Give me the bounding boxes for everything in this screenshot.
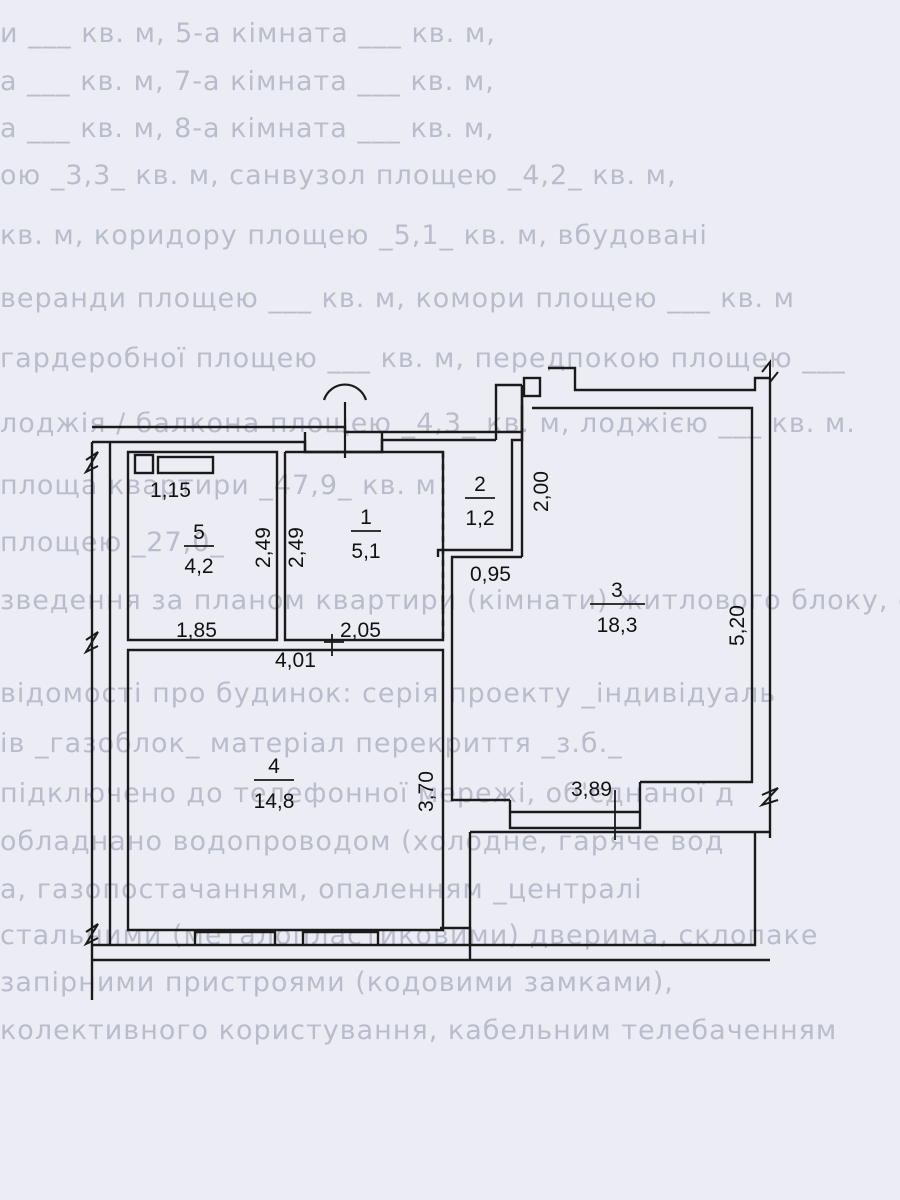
dimension-label: 2,00 [530,471,553,512]
top-window [303,432,384,452]
dimension-label: 3,70 [415,771,438,812]
room-3-lower-wall [450,555,642,802]
balcony-top [468,830,770,960]
room-3-inner [532,406,754,784]
background-text-line: ою _3,3_ кв. м, санвузол площею _4,2_ кв… [0,160,677,191]
background-text-line: колективного користування, кабельним тел… [0,1015,838,1046]
room-5-number: 5 [193,521,205,544]
break-mark-top-right [761,359,779,385]
room-1-walls [283,450,445,642]
room-2-number: 2 [474,473,486,496]
bottom-window-room-3 [508,800,642,830]
break-mark-left-mid [83,631,99,655]
area-fraction-lines [184,497,645,781]
background-text-line: веранди площею ___ кв. м, комори площею … [0,283,796,314]
balcony-walls [470,832,770,962]
dimension-ticks [324,578,616,840]
sink-fixture [156,455,215,475]
dimension-label: 0,95 [470,563,511,586]
background-text-line: зведення за планом квартири (кімнати) жи… [0,585,900,616]
wall-stub [494,383,522,440]
room-2-wall [436,385,524,557]
break-marks [83,359,779,947]
dimension-label: 3,89 [571,778,612,801]
background-text-line: запірними пристроями (кодовими замками), [0,967,674,998]
top-wall-outer [92,385,524,434]
room-3-area: 18,3 [597,614,638,637]
room-5-area: 4,2 [184,555,213,578]
dimension-label: 2,49 [285,527,308,568]
dimension-label: 2,49 [252,527,275,568]
dimension-label: 1,15 [150,479,191,502]
room-4-number: 4 [268,755,280,778]
dimension-label: 5,20 [726,605,749,646]
dimension-label: 1,85 [176,619,217,642]
background-text-line: а ___ кв. м, 7-а кімната ___ кв. м, [0,66,495,97]
background-text-line: а ___ кв. м, 8-а кімната ___ кв. м, [0,113,495,144]
background-text-line: кв. м, коридору площею _5,1_ кв. м, вбуд… [0,220,708,251]
room-4-area: 14,8 [254,790,295,813]
room-5-walls [126,450,279,642]
background-text-line: гардеробної площею ___ кв. м, передпокою… [0,343,846,374]
room-3-number: 3 [611,579,623,602]
top-wall-inner [92,438,496,454]
room-4-walls [126,648,445,932]
shaft-square [522,376,542,398]
top-right-outer [548,366,770,392]
dimension-label: 4,01 [275,649,316,672]
room-2-area: 1,2 [465,507,494,530]
room-1-number: 1 [360,506,372,529]
entrance-marker [322,383,368,458]
background-text-line: ів _газоблок_ матеріал перекриття _з.б._ [0,728,623,759]
fixture-square [133,453,155,475]
break-mark-right [758,787,779,808]
break-mark-left-bottom [83,923,99,947]
dimension-label: 2,05 [340,619,381,642]
background-text-line: лоджія / балкона площею _4,3_ кв. м, лод… [0,408,856,439]
break-mark-left-top [83,451,99,475]
background-text-line: и ___ кв. м, 5-а кімната ___ кв. м, [0,18,496,49]
background-text-line: підключено до телефонної мережі, об'єдна… [0,778,735,809]
background-text-line: площею _27,0_ [0,527,225,558]
background-text-line: а, газопостачанням, опаленням _централі [0,874,643,905]
room-1-area: 5,1 [351,540,380,563]
background-text-line: площа квартири _47,9_ кв. м [0,470,437,501]
entrance-arc [322,383,368,401]
